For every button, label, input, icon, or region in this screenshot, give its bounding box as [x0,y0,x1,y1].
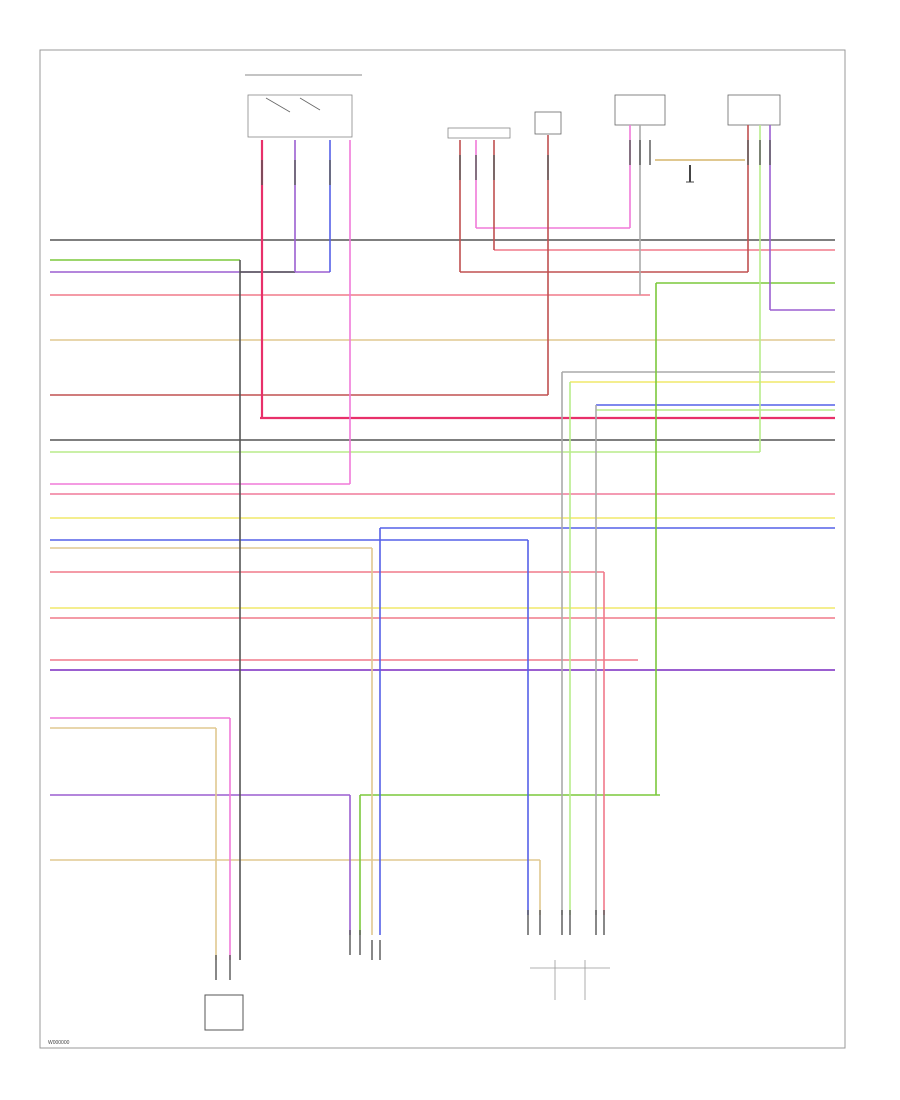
top-sensor-3 [614,94,666,126]
top-sensor-4 [727,94,781,126]
frame-label: W000000 [48,1040,70,1046]
diagram-frame [39,49,846,1049]
top-sensor-2 [534,111,562,135]
ground-symbol [686,165,694,183]
bottom-sensor-3 [530,960,610,1000]
top-sensor-1 [447,127,511,139]
bottom-module-1 [204,994,244,1031]
horizontal-wires [50,227,835,861]
top-switch [247,94,353,138]
vertical-wires [215,125,771,960]
connector-pins [215,140,771,980]
